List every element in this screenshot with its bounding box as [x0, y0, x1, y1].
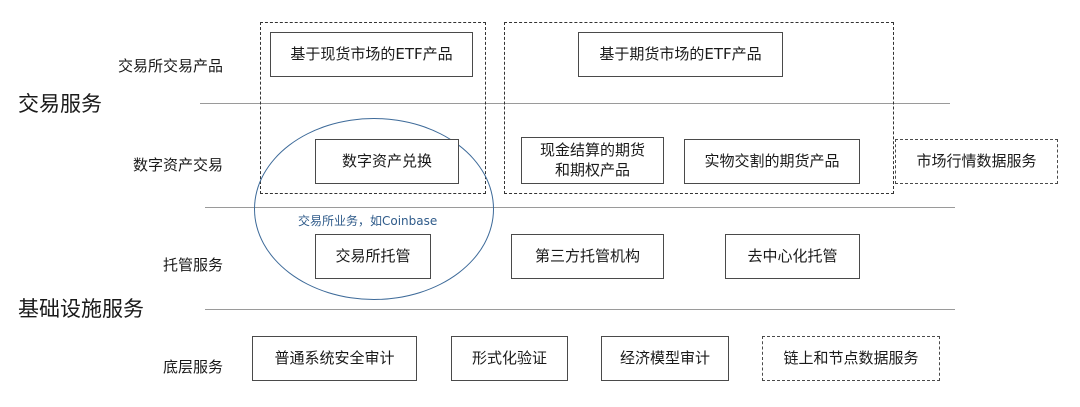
onchain-node-data-service-box: 链上和节点数据服务	[762, 336, 940, 381]
exchange-custody-box: 交易所托管	[315, 234, 431, 279]
row-label-digital-asset-trading: 数字资产交易	[133, 156, 224, 174]
digital-asset-exchange-box: 数字资产兑换	[315, 139, 459, 184]
cash-settled-line-2: 和期权产品	[554, 160, 630, 179]
exchange-business-note: 交易所业务，如Coinbase	[298, 214, 438, 228]
market-data-service-box: 市场行情数据服务	[895, 139, 1058, 184]
separator-line-1	[200, 103, 950, 104]
section-infrastructure-services: 基础设施服务	[18, 297, 144, 321]
security-audit-box: 普通系统安全审计	[252, 336, 417, 381]
spot-etf-box: 基于现货市场的ETF产品	[270, 32, 473, 77]
separator-line-3	[205, 309, 955, 310]
futures-group-frame	[504, 22, 894, 194]
row-label-exchange-products: 交易所交易产品	[118, 57, 224, 75]
row-label-custody: 托管服务	[163, 256, 224, 274]
futures-etf-box: 基于期货市场的ETF产品	[578, 32, 783, 77]
exchange-business-ellipse	[254, 118, 494, 300]
cash-settled-line-1: 现金结算的期货	[539, 141, 645, 159]
row-label-base-services: 底层服务	[163, 358, 224, 376]
third-party-custody-box: 第三方托管机构	[511, 234, 664, 279]
physical-delivery-futures-box: 实物交割的期货产品	[684, 139, 860, 184]
section-trading-services: 交易服务	[18, 92, 102, 116]
economic-model-audit-box: 经济模型审计	[601, 336, 729, 381]
decentralized-custody-box: 去中心化托管	[725, 234, 860, 279]
separator-line-2	[205, 207, 955, 208]
formal-verification-box: 形式化验证	[451, 336, 568, 381]
cash-settled-futures-box: 现金结算的期货 和期权产品	[521, 137, 664, 184]
